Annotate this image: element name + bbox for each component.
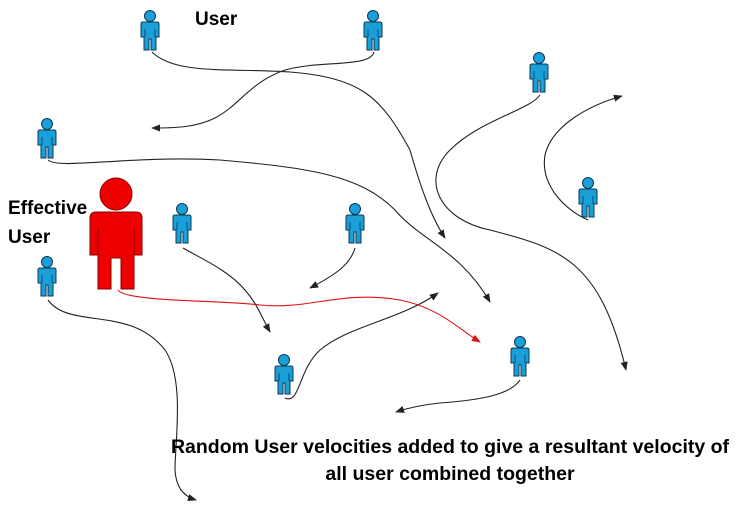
caption-line1: Random User velocities added to give a r… — [170, 436, 730, 458]
resultant-velocity-arrow — [117, 289, 481, 343]
user-icon — [274, 354, 294, 395]
velocity-arrow — [543, 94, 623, 221]
user-icon — [345, 203, 365, 244]
user-icon — [578, 177, 598, 218]
velocity-arrow — [151, 51, 446, 239]
velocity-arrow — [395, 379, 521, 413]
velocity-arrow — [47, 158, 491, 303]
velocity-arrow — [284, 292, 439, 400]
user-icon — [172, 203, 192, 244]
velocity-arrow — [435, 94, 628, 371]
user-icon — [37, 118, 57, 159]
user-icon — [510, 336, 530, 377]
user-icon — [140, 10, 160, 51]
velocity-arrow — [309, 247, 356, 289]
user-icon — [37, 256, 57, 297]
velocity-arrow — [47, 299, 197, 502]
effective-user-label: Effective User — [8, 194, 87, 252]
effective-user-icon — [89, 177, 143, 290]
user-icon — [529, 52, 549, 93]
caption-line2: all user combined together — [325, 463, 575, 485]
effective-user-label-line1: Effective — [8, 198, 88, 219]
effective-user-label-line2: User — [8, 227, 51, 248]
velocity-arrow — [151, 51, 375, 132]
velocity-arrow — [182, 247, 271, 333]
user-icon — [363, 10, 383, 51]
diagram-caption: Random User velocities added to give a r… — [150, 434, 750, 488]
user-label: User — [195, 9, 238, 30]
